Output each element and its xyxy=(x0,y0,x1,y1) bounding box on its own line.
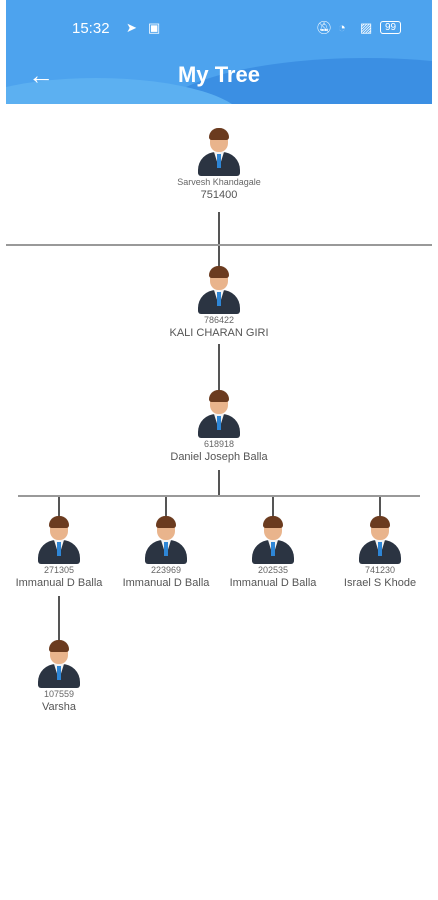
level-divider xyxy=(18,495,420,497)
node-code: 223969 xyxy=(150,565,182,575)
person-avatar-icon xyxy=(196,128,242,176)
tree-connector xyxy=(165,497,167,517)
node-code: 751400 xyxy=(200,189,238,201)
tree-node[interactable]: 786422 KALI CHARAN GIRI xyxy=(169,266,269,339)
tree-connector xyxy=(218,212,220,268)
node-code: 741230 xyxy=(364,565,396,575)
node-code: 786422 xyxy=(203,315,235,325)
node-code: 107559 xyxy=(43,689,75,699)
node-code: 271305 xyxy=(43,565,75,575)
node-name: Israel S Khode xyxy=(343,577,417,589)
mute-icon: 🔕︎ xyxy=(316,20,333,35)
telegram-icon: ➤ xyxy=(126,20,137,35)
wifi-icon: ◔ xyxy=(338,20,346,35)
person-avatar-icon xyxy=(196,266,242,314)
status-bar: 15:32 ➤ ▣ 🔕︎ ◔ ▨ 99 xyxy=(6,0,432,56)
node-code: 202535 xyxy=(257,565,289,575)
tree-node[interactable]: 107559 Varsha xyxy=(9,640,109,713)
node-name: Sarvesh Khandagale xyxy=(177,177,261,187)
tree-node[interactable]: 271305 Immanual D Balla xyxy=(9,516,109,589)
battery-icon: 99 xyxy=(380,21,402,34)
level-divider xyxy=(6,244,432,246)
app-header: 15:32 ➤ ▣ 🔕︎ ◔ ▨ 99 ← My Tree xyxy=(6,0,432,104)
node-name: Varsha xyxy=(41,701,77,713)
node-name: Daniel Joseph Balla xyxy=(170,451,268,463)
sim-icon: ▨ xyxy=(360,20,373,35)
tree-connector xyxy=(218,470,220,496)
tree-node[interactable]: 618918 Daniel Joseph Balla xyxy=(169,390,269,463)
page-title: My Tree xyxy=(178,62,260,87)
back-arrow-icon[interactable]: ← xyxy=(28,60,54,90)
chat-icon: ▣ xyxy=(148,20,161,35)
tree-node[interactable]: 223969 Immanual D Balla xyxy=(116,516,216,589)
person-avatar-icon xyxy=(36,640,82,688)
person-avatar-icon xyxy=(357,516,403,564)
tree-connector xyxy=(58,497,60,517)
person-avatar-icon xyxy=(250,516,296,564)
tree-node[interactable]: 202535 Immanual D Balla xyxy=(223,516,323,589)
tree-connector xyxy=(58,596,60,642)
tree-node-root[interactable]: Sarvesh Khandagale 751400 xyxy=(169,128,269,201)
person-avatar-icon xyxy=(196,390,242,438)
node-name: Immanual D Balla xyxy=(15,577,103,589)
person-avatar-icon xyxy=(36,516,82,564)
node-name: KALI CHARAN GIRI xyxy=(169,327,269,339)
tree-connector xyxy=(379,497,381,517)
node-name: Immanual D Balla xyxy=(229,577,317,589)
tree-node[interactable]: 741230 Israel S Khode xyxy=(330,516,430,589)
node-name: Immanual D Balla xyxy=(122,577,210,589)
node-code: 618918 xyxy=(203,439,235,449)
tree-connector xyxy=(272,497,274,517)
status-time: 15:32 xyxy=(72,20,110,37)
tree-connector xyxy=(218,344,220,390)
person-avatar-icon xyxy=(143,516,189,564)
